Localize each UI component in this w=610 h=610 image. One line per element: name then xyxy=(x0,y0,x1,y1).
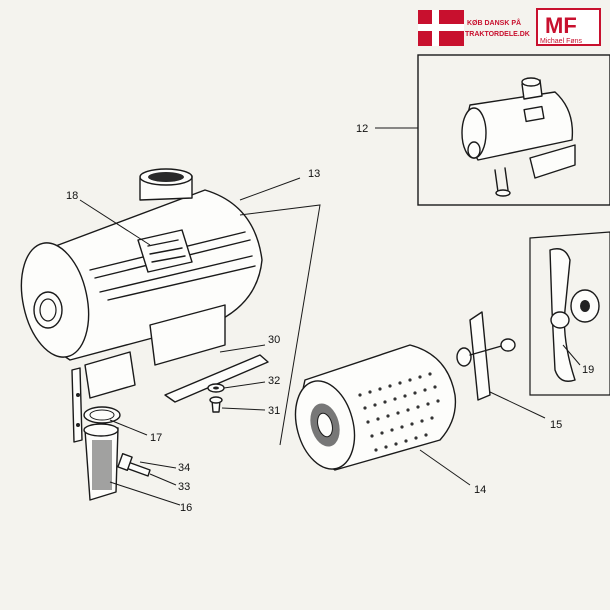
callout-12: 12 xyxy=(356,123,368,135)
mf-logo[interactable]: MF Michael Føns xyxy=(536,8,601,46)
retaining-strap xyxy=(456,311,516,401)
callout-17: 17 xyxy=(150,432,162,444)
callout-34: 34 xyxy=(178,462,190,474)
badge-line-2: TRAKTORDELE.DK xyxy=(465,31,530,38)
hose-clamp xyxy=(83,406,121,424)
buy-danish-badge[interactable]: KØB DANSK PÅ TRAKTORDELE.DK xyxy=(418,10,530,46)
callout-19: 19 xyxy=(582,364,594,376)
callout-32: 32 xyxy=(268,375,280,387)
wingnut-detail-box xyxy=(529,231,610,396)
washer-32 xyxy=(207,383,225,393)
filter-element xyxy=(294,344,457,471)
dust-hose xyxy=(83,423,119,501)
screw-31 xyxy=(209,396,223,413)
callout-16: 16 xyxy=(180,502,192,514)
badge-line-1: KØB DANSK PÅ xyxy=(467,18,521,27)
callout-31: 31 xyxy=(268,405,280,417)
bolt-33 xyxy=(117,453,151,477)
callout-15: 15 xyxy=(550,419,562,431)
inset-assembly-box xyxy=(417,54,610,206)
logo-letters: MF xyxy=(545,13,577,38)
callout-30: 30 xyxy=(268,334,280,346)
air-cleaner-body xyxy=(20,168,269,443)
callout-33: 33 xyxy=(178,481,190,493)
logo-name: Michael Føns xyxy=(540,38,583,45)
callout-14: 14 xyxy=(474,484,486,496)
callout-18: 18 xyxy=(66,190,78,202)
callout-13: 13 xyxy=(308,168,320,180)
